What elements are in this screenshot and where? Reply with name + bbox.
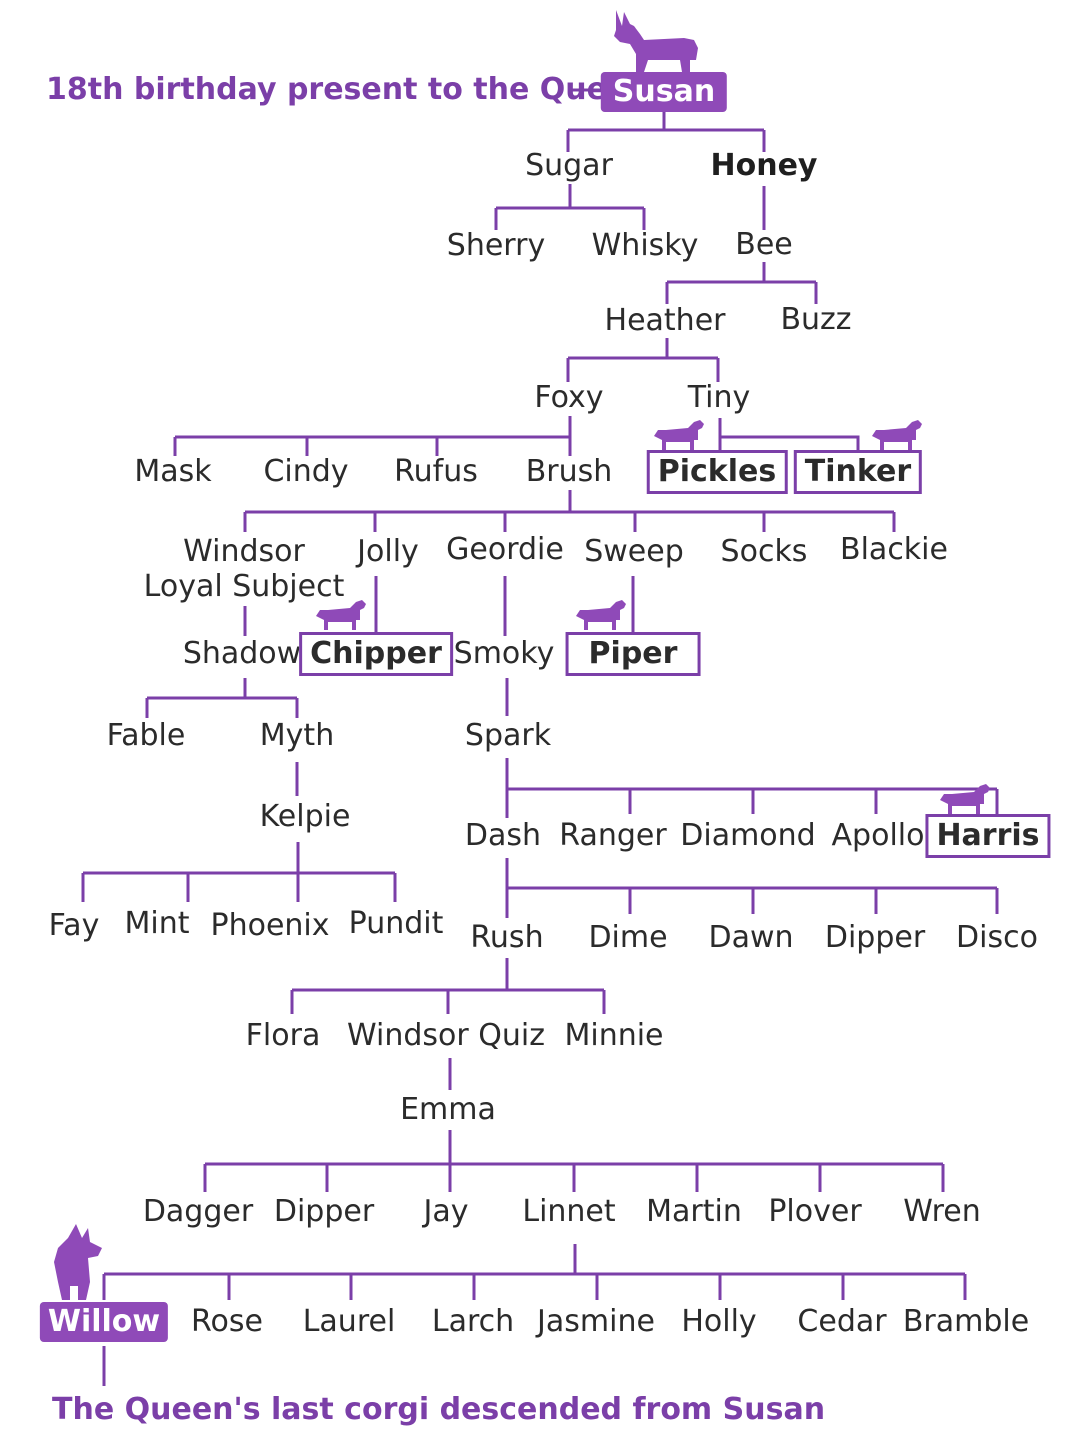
dog-heather: Heather <box>604 303 726 338</box>
dog-pundit: Pundit <box>348 906 444 941</box>
dog-geordie: Geordie <box>446 532 564 567</box>
dog-martin: Martin <box>646 1194 742 1229</box>
caption-bottom: The Queen's last corgi descended from Su… <box>52 1392 826 1427</box>
connector-foxy <box>173 416 572 456</box>
dog-phoenix: Phoenix <box>210 908 330 943</box>
connector-rush <box>290 958 606 1014</box>
corgi-icon <box>54 1224 102 1300</box>
dog-foxy: Foxy <box>534 380 604 415</box>
connector-heather <box>566 338 720 382</box>
dog-willow: Willow <box>39 1302 169 1342</box>
dog-diamond: Diamond <box>680 818 816 853</box>
connector-sugar <box>494 184 646 230</box>
dog-pickles: Pickles <box>646 450 788 494</box>
dog-windsor-quiz: Windsor Quiz <box>347 1018 545 1053</box>
connector-linnet <box>102 1244 967 1300</box>
dog-spark: Spark <box>464 718 552 753</box>
dog-whisky: Whisky <box>591 228 699 263</box>
dog-tinker: Tinker <box>793 450 923 494</box>
dog-loyal-subject: Loyal Subject <box>143 569 345 604</box>
dog-blackie: Blackie <box>840 532 948 567</box>
dog-sugar: Sugar <box>525 148 613 183</box>
dog-jasmine: Jasmine <box>537 1304 655 1339</box>
dog-kelpie: Kelpie <box>259 799 351 834</box>
dog-plover: Plover <box>768 1194 862 1229</box>
dog-disco: Disco <box>956 920 1038 955</box>
dog-flora: Flora <box>245 1018 321 1053</box>
dog-holly: Holly <box>681 1304 757 1339</box>
dog-mint: Mint <box>124 906 190 941</box>
connector-bee <box>665 262 818 304</box>
dog-cedar: Cedar <box>797 1304 887 1339</box>
dog-dagger: Dagger <box>142 1194 254 1229</box>
dog-windsor: Windsor <box>183 534 305 569</box>
dog-socks: Socks <box>720 534 808 569</box>
dog-dash: Dash <box>464 818 542 853</box>
dog-myth: Myth <box>259 718 335 753</box>
dog-piper: Piper <box>565 632 701 676</box>
dachshund-icon <box>872 420 922 450</box>
dog-jay: Jay <box>423 1194 469 1229</box>
dog-buzz: Buzz <box>780 302 852 337</box>
dog-rose: Rose <box>191 1304 263 1339</box>
dog-dipper-2: Dipper <box>273 1194 375 1229</box>
dog-dawn: Dawn <box>708 920 794 955</box>
dachshund-icon <box>654 420 704 450</box>
dog-cindy: Cindy <box>263 454 349 489</box>
dog-ranger: Ranger <box>559 818 667 853</box>
dog-rush: Rush <box>470 920 544 955</box>
dog-bramble: Bramble <box>902 1304 1030 1339</box>
dog-harris: Harris <box>925 814 1051 858</box>
dog-fay: Fay <box>48 908 100 943</box>
connector-emma <box>203 1130 945 1192</box>
dog-smoky: Smoky <box>453 636 555 671</box>
connector-susan <box>566 112 766 152</box>
dog-dipper: Dipper <box>824 920 926 955</box>
connector-tiny <box>718 418 860 452</box>
corgi-icon <box>614 10 698 72</box>
dog-apollo: Apollo <box>831 818 925 853</box>
dog-sweep: Sweep <box>584 534 684 569</box>
dog-brush: Brush <box>525 454 613 489</box>
dachshund-icon <box>940 784 990 814</box>
dog-linnet: Linnet <box>522 1194 616 1229</box>
connector-brush <box>243 490 896 532</box>
caption-top: 18th birthday present to the Queen <box>46 72 649 107</box>
connector-spark <box>505 758 999 818</box>
dog-laurel: Laurel <box>302 1304 396 1339</box>
dog-wren: Wren <box>903 1194 981 1229</box>
dog-sherry: Sherry <box>446 228 546 263</box>
connector-kelpie <box>81 842 397 902</box>
dog-tiny: Tiny <box>687 380 751 415</box>
dachshund-icon <box>316 600 366 630</box>
dog-mask: Mask <box>134 454 212 489</box>
dog-larch: Larch <box>431 1304 515 1339</box>
dog-bee: Bee <box>735 227 793 262</box>
connector-dash <box>505 858 999 918</box>
dog-rufus: Rufus <box>394 454 478 489</box>
dachshund-icon <box>576 600 626 630</box>
dog-chipper: Chipper <box>299 632 453 676</box>
dog-jolly: Jolly <box>357 534 419 569</box>
connector-shadow <box>145 678 299 718</box>
dog-fable: Fable <box>106 718 186 753</box>
dog-susan: Susan <box>600 72 728 112</box>
dog-dime: Dime <box>588 920 668 955</box>
dog-honey: Honey <box>710 148 818 183</box>
dog-shadow: Shadow <box>182 636 302 671</box>
dog-emma: Emma <box>400 1092 496 1127</box>
dog-minnie: Minnie <box>564 1018 664 1053</box>
